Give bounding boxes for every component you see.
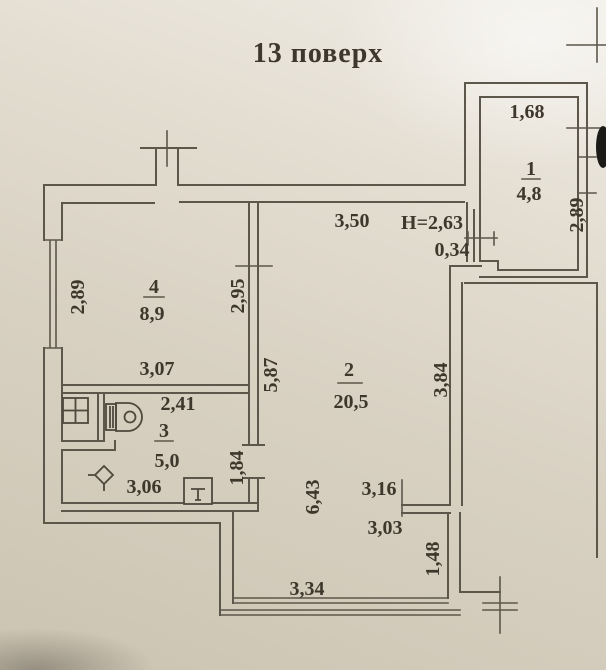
dim-living-top: 3,50 — [335, 210, 370, 232]
dim-hall-width-upper: 3,16 — [362, 478, 397, 500]
room-1-number: 1 — [526, 158, 536, 180]
dim-step: 0,34 — [435, 239, 470, 261]
room-number-underlines — [143, 178, 541, 442]
dim-bath-top: 2,41 — [161, 393, 196, 415]
room-3-number: 3 — [159, 420, 169, 442]
room-1-area: 4,8 — [517, 183, 542, 205]
fixtures — [62, 397, 213, 505]
room-4-area: 8,9 — [140, 303, 165, 325]
dim-kitchen-bottom: 3,07 — [140, 358, 175, 380]
scan-smudge — [596, 126, 606, 168]
walls — [43, 7, 606, 634]
dim-living-right: 3,84 — [430, 363, 452, 398]
window-bottom — [219, 597, 461, 616]
dim-kitchen-left: 2,89 — [67, 280, 89, 315]
wall-cut-mark — [566, 7, 606, 129]
dim-living-left: 5,87 — [260, 358, 282, 393]
tap-icon — [88, 464, 115, 491]
room-2-number: 2 — [344, 359, 354, 381]
ceiling-height: H=2,63 — [401, 212, 463, 234]
window-balcony-ticks — [577, 156, 597, 194]
dim-kitchen-right: 2,95 — [227, 279, 249, 314]
toilet-icon — [105, 402, 143, 432]
dim-hall-length: 6,43 — [302, 480, 324, 515]
dim-bath-bottom: 3,06 — [127, 476, 162, 498]
dimension-line-0-34 — [464, 231, 498, 246]
window-left — [43, 239, 63, 349]
dim-window-bottom: 3,34 — [290, 578, 325, 600]
room-2-area: 20,5 — [334, 391, 369, 413]
dim-hall-right: 1,48 — [422, 542, 444, 577]
dim-hall-width-lower: 3,03 — [368, 517, 403, 539]
wall-cut-mark — [482, 576, 518, 634]
washbasin-icon — [183, 477, 213, 505]
vent-grid-icon — [62, 397, 89, 424]
room-3-area: 5,0 — [155, 450, 180, 472]
dim-balcony-right: 2,89 — [566, 198, 588, 233]
dim-bath-right: 1,84 — [226, 451, 248, 486]
room-4-number: 4 — [149, 276, 159, 298]
dim-balcony-top: 1,68 — [510, 101, 545, 123]
page-title: 13 поверх — [253, 38, 384, 69]
